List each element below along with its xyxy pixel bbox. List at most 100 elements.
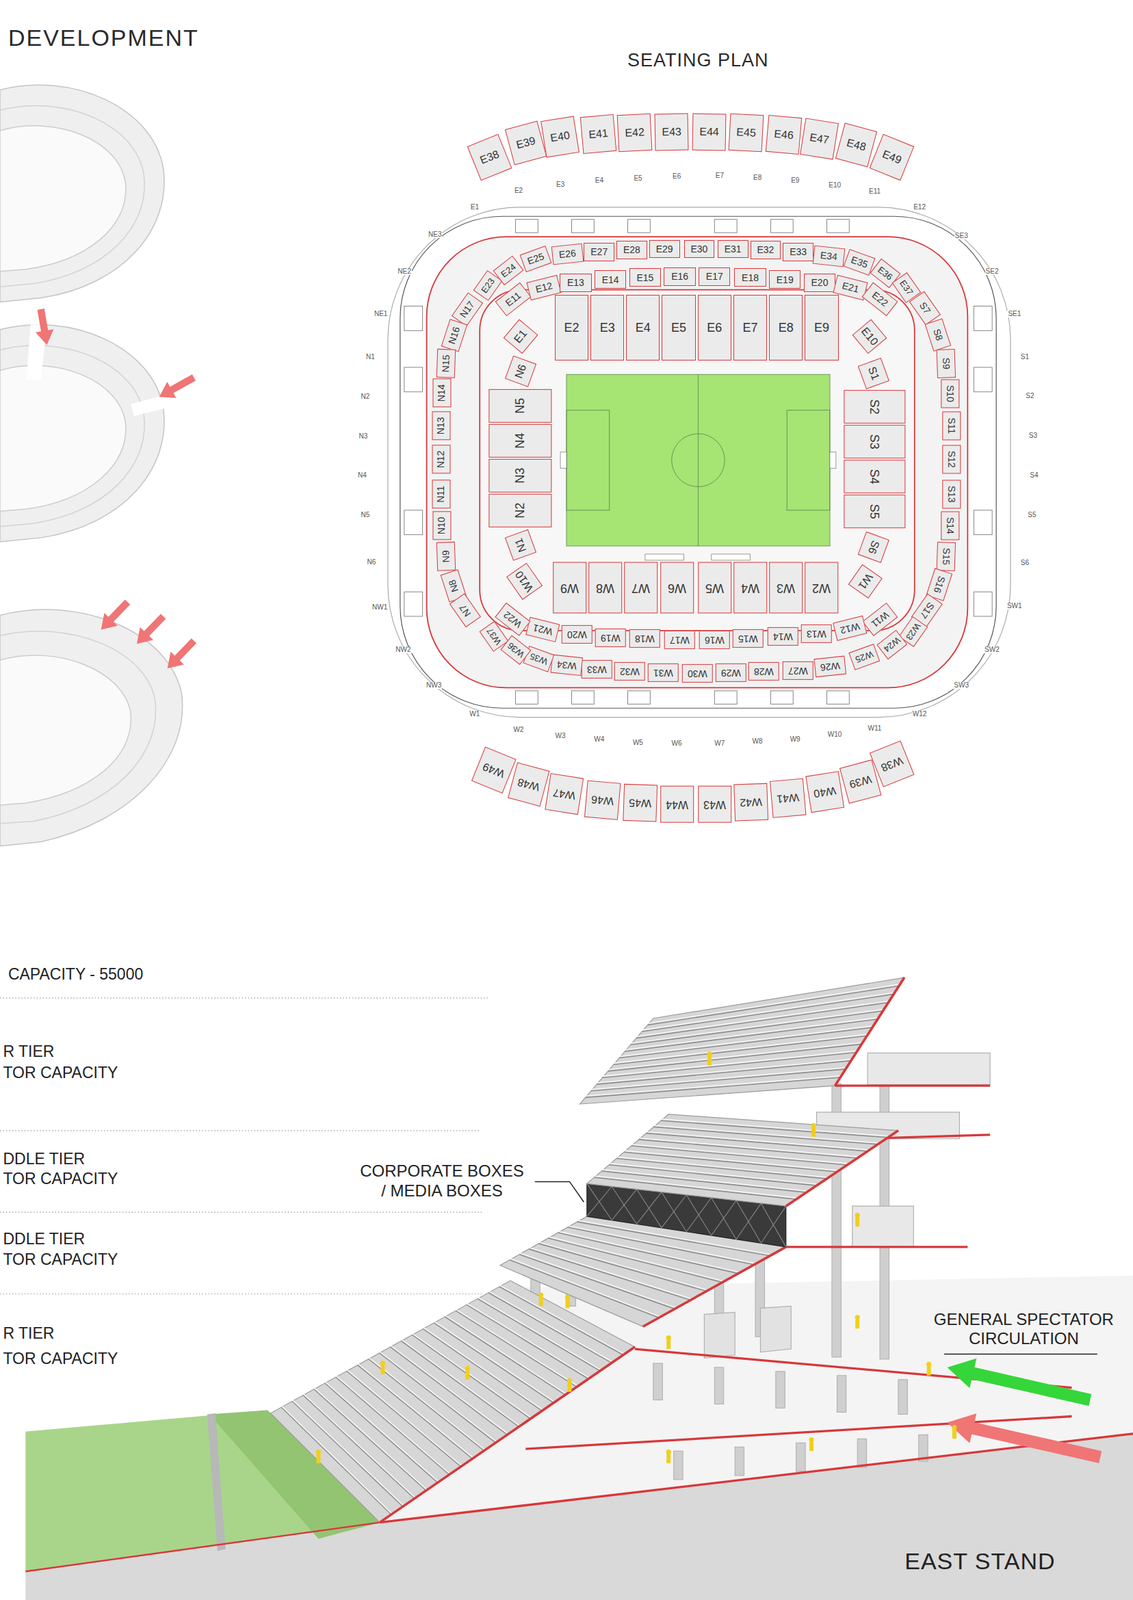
seat-row-highlight <box>538 1242 707 1291</box>
room <box>404 306 423 332</box>
seating-section: W17 <box>664 630 696 650</box>
seating-section: W13 <box>801 624 832 644</box>
section-number: N12 <box>435 450 446 468</box>
seating-section: E49 <box>869 134 915 181</box>
seating-section: E8 <box>769 294 803 360</box>
service-block <box>867 1052 991 1085</box>
seat-row <box>477 1299 601 1372</box>
section-number: E41 <box>587 127 609 140</box>
seating-section: N15 <box>436 348 456 379</box>
seat-row-highlight <box>647 984 900 1024</box>
section-number: E20 <box>811 277 829 288</box>
glazing-hatch <box>661 1192 687 1233</box>
section-number: W32 <box>619 667 640 677</box>
section-number: W25 <box>854 649 876 665</box>
person-figure <box>927 1366 932 1376</box>
room <box>404 510 423 536</box>
section-number: W39 <box>848 773 874 791</box>
person-figure <box>316 1454 321 1464</box>
section-number: E13 <box>567 277 585 288</box>
tier-label: TOR CAPACITY <box>2 1063 118 1084</box>
section-number: N16 <box>446 325 462 346</box>
divider-line <box>0 1293 484 1295</box>
stadium-sketch-tier <box>0 631 156 824</box>
gate-label: E2 <box>513 187 524 195</box>
glazing-hatch <box>711 1197 737 1240</box>
tier-dividers <box>0 998 490 1295</box>
seat-row-highlight <box>602 1050 856 1077</box>
gate-label: W3 <box>554 732 567 740</box>
seating-section: E29 <box>649 240 681 259</box>
section-number: W38 <box>879 755 906 774</box>
gate-label: NE1 <box>373 310 388 318</box>
section-number: W1 <box>856 571 876 592</box>
section-number: W16 <box>704 634 725 645</box>
seating-section: E27 <box>583 242 615 262</box>
section-number: N15 <box>441 354 452 373</box>
tier-label: DDLE TIER <box>2 1230 85 1250</box>
section-number: E24 <box>499 262 518 279</box>
section-number: W28 <box>753 667 774 677</box>
gate-label: SE3 <box>954 232 969 240</box>
gate-label: W4 <box>593 736 605 744</box>
seat-row-highlight <box>558 1231 739 1273</box>
section-number: E36 <box>875 265 894 282</box>
gate-label: N1 <box>365 353 376 361</box>
section-number: N10 <box>437 516 447 535</box>
section-number: W41 <box>776 791 800 805</box>
seating-section: N5 <box>489 389 553 423</box>
bench <box>711 554 751 561</box>
gate-label: W1 <box>468 710 481 718</box>
glazing-hatch <box>636 1192 662 1225</box>
seating-section: W4 <box>733 562 767 614</box>
gate-label: S6 <box>1020 559 1030 567</box>
seating-section: S15 <box>936 541 956 572</box>
seating-section: W29 <box>715 663 747 683</box>
plan-title: SEATING PLAN <box>627 49 770 72</box>
seating-tier <box>587 1114 899 1207</box>
seating-section: W27 <box>782 661 814 681</box>
seating-section: W28 <box>748 662 780 681</box>
stadium-sketch-tier <box>0 106 145 288</box>
person-figure <box>855 1319 860 1329</box>
pitch-line <box>671 433 726 488</box>
seating-section: W48 <box>507 762 550 808</box>
section-number: W42 <box>739 796 763 809</box>
section-number: E3 <box>600 321 616 334</box>
section-number: E49 <box>881 148 904 166</box>
section-number: N13 <box>435 416 446 435</box>
seating-section: S11 <box>942 411 961 440</box>
person-figure <box>666 1454 671 1464</box>
person-figure <box>926 1362 932 1367</box>
section-cut-line <box>834 977 904 1086</box>
seating-section: E15 <box>629 268 661 287</box>
seating-section: E44 <box>692 112 727 151</box>
section-number: W26 <box>819 660 841 673</box>
section-number: E4 <box>635 321 651 334</box>
section-cut-line <box>379 1347 635 1523</box>
section-number: N8 <box>446 578 460 594</box>
room <box>515 219 538 233</box>
seating-tier <box>270 1280 635 1523</box>
section-number: E6 <box>706 321 722 334</box>
person-figure <box>380 1365 385 1375</box>
stand-section <box>25 308 1133 1600</box>
seat-row <box>631 1145 848 1166</box>
seat-row-highlight <box>660 1119 889 1137</box>
section-number: S10 <box>945 385 956 403</box>
column <box>673 1451 683 1480</box>
section-number: E1 <box>511 328 529 346</box>
seating-section: S2 <box>844 390 906 425</box>
stand-name-label: EAST STAND <box>904 1547 1056 1576</box>
ground-line <box>25 1522 380 1573</box>
direction-arrow <box>946 1358 1092 1407</box>
seat-row <box>646 1133 868 1152</box>
seat-row-highlight <box>281 1405 392 1514</box>
section-number: S8 <box>931 327 945 343</box>
section-number: E2 <box>563 321 579 334</box>
stadium-sketch <box>0 609 183 847</box>
section-number: E5 <box>671 321 687 334</box>
seating-section: E31 <box>717 240 749 259</box>
glazing-hatch <box>736 1200 761 1244</box>
seating-section: E13 <box>559 273 592 293</box>
